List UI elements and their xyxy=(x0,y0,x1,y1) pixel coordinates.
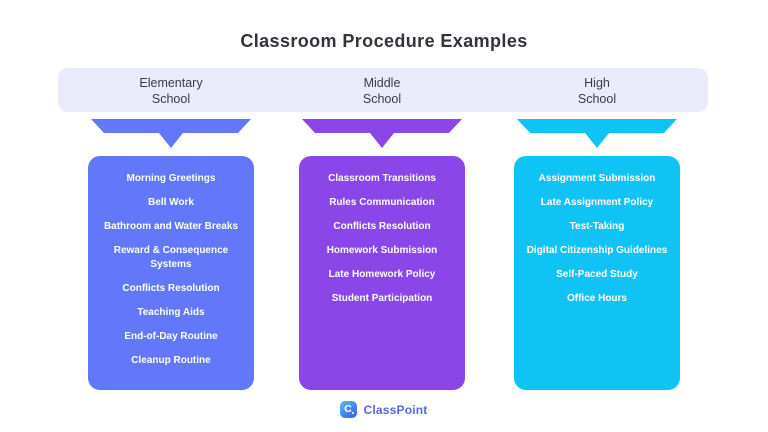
school-label-line1: High xyxy=(584,76,610,90)
procedure-item: Bell Work xyxy=(148,197,194,208)
procedure-item: End-of-Day Routine xyxy=(124,331,218,342)
procedure-item: Assignment Submission xyxy=(538,173,656,184)
procedure-item: Conflicts Resolution xyxy=(122,283,220,294)
procedure-item: Late Assignment Policy xyxy=(540,197,654,208)
procedure-item: Conflicts Resolution xyxy=(333,221,431,232)
brand-logo: C ClassPoint xyxy=(0,401,768,418)
logo-letter: C xyxy=(344,403,352,416)
header-band xyxy=(58,68,708,112)
procedure-item: Digital Citizenship Guidelines xyxy=(526,245,668,256)
arrow-pointer-icon xyxy=(517,119,677,148)
procedure-card-elementary: Morning Greetings Bell Work Bathroom and… xyxy=(88,156,254,390)
column-high-school: High School Assignment Submission Late A… xyxy=(514,0,680,432)
school-label-middle: Middle School xyxy=(299,75,465,107)
arrow-shape xyxy=(91,119,251,148)
arrow-shape xyxy=(302,119,462,148)
page-title: Classroom Procedure Examples xyxy=(240,31,528,51)
column-middle-school: Middle School Classroom Transitions Rule… xyxy=(299,0,465,432)
school-label-line1: Elementary xyxy=(139,76,203,90)
school-label-high: High School xyxy=(514,75,680,107)
procedure-item: Late Homework Policy xyxy=(328,269,436,280)
arrow-pointer-icon xyxy=(91,119,251,148)
procedure-item: Bathroom and Water Breaks xyxy=(103,221,239,232)
procedure-item: Morning Greetings xyxy=(126,173,216,184)
school-label-line2: School xyxy=(577,92,617,106)
procedure-item: Reward & Consequence Systems xyxy=(113,245,229,270)
column-elementary-school: Elementary School Morning Greetings Bell… xyxy=(88,0,254,432)
school-label-line2: School xyxy=(151,92,191,106)
procedure-item: Classroom Transitions xyxy=(328,173,436,184)
arrow-shape xyxy=(517,119,677,148)
classpoint-icon: C xyxy=(340,401,358,418)
procedure-item: Test-Taking xyxy=(569,221,625,232)
procedure-item: Office Hours xyxy=(566,293,627,304)
brand-name: ClassPoint xyxy=(363,402,428,417)
arrow-pointer-icon xyxy=(302,119,462,148)
procedure-card-middle: Classroom Transitions Rules Communicatio… xyxy=(299,156,465,390)
procedure-card-high: Assignment Submission Late Assignment Po… xyxy=(514,156,680,390)
procedure-item: Self-Paced Study xyxy=(556,269,638,280)
school-label-elementary: Elementary School xyxy=(88,75,254,107)
procedure-item: Homework Submission xyxy=(326,245,438,256)
procedure-item: Teaching Aids xyxy=(137,307,205,318)
school-label-line2: School xyxy=(362,92,402,106)
procedure-item: Student Participation xyxy=(331,293,433,304)
school-label-line1: Middle xyxy=(363,76,401,90)
procedure-item: Cleanup Routine xyxy=(131,355,211,366)
procedure-item: Rules Communication xyxy=(329,197,435,208)
logo-dot xyxy=(351,411,355,414)
